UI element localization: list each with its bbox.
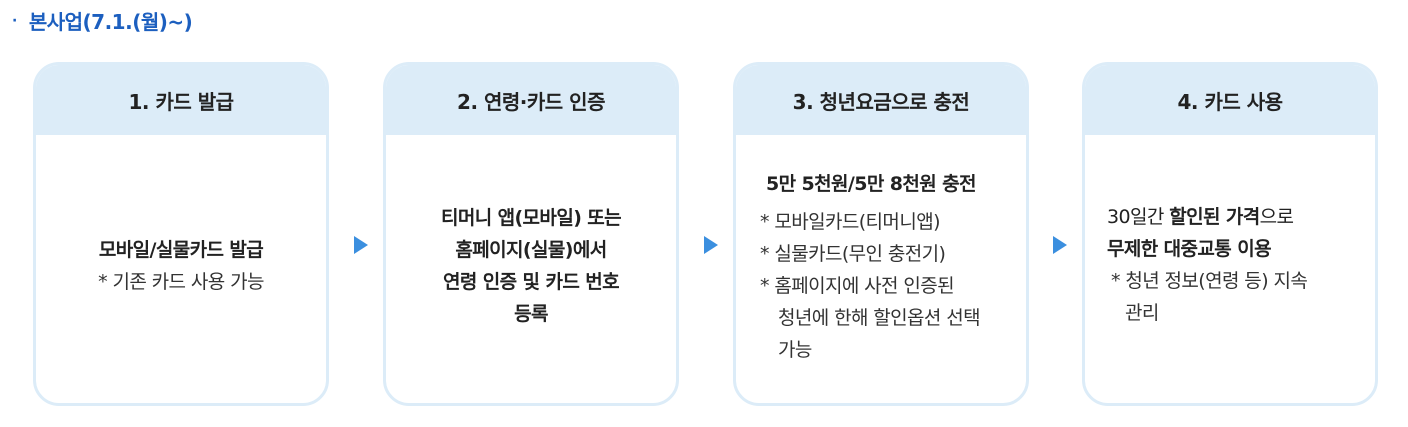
step-4-title: 4. 카드 사용 — [1085, 65, 1375, 135]
step-3-note-5: 가능 — [778, 339, 812, 361]
step-3-note-4: 청년에 한해 할인옵션 선택 — [778, 307, 981, 329]
step-2-line-4: 등록 — [514, 303, 548, 325]
step-4-body: 30일간 할인된 가격으로 무제한 대중교통 이용 * 청년 정보(연령 등) … — [1085, 135, 1375, 403]
heading-text: 본사업(7.1.(월)~) — [28, 10, 193, 34]
step-1-note: * 기존 카드 사용 가능 — [98, 271, 264, 293]
triangle-right-icon — [1053, 236, 1067, 254]
step-2-line-2: 홈페이지(실물)에서 — [455, 239, 607, 261]
step-3-main: 5만 5천원/5만 8천원 충전 — [766, 173, 977, 195]
step-1-title: 1. 카드 발급 — [36, 65, 326, 135]
step-4-note-2: 관리 — [1125, 302, 1159, 324]
step-3-note-1: * 모바일카드(티머니앱) — [760, 211, 940, 233]
step-2-title: 2. 연령·카드 인증 — [386, 65, 676, 135]
step-3-note-3: * 홈페이지에 사전 인증된 — [760, 275, 955, 297]
step-4-note-1: * 청년 정보(연령 등) 지속 — [1111, 270, 1308, 292]
step-4-line-1-bold: 할인된 가격 — [1169, 206, 1260, 228]
triangle-right-icon — [704, 236, 718, 254]
step-3-note-2: * 실물카드(무인 충전기) — [760, 243, 946, 265]
step-card-4: 4. 카드 사용 30일간 할인된 가격으로 무제한 대중교통 이용 * 청년 … — [1082, 62, 1378, 406]
step-2-line-1: 티머니 앱(모바일) 또는 — [440, 207, 622, 229]
heading-bullet: · — [12, 12, 17, 29]
step-card-1: 1. 카드 발급 모바일/실물카드 발급 * 기존 카드 사용 가능 — [33, 62, 329, 406]
step-card-3: 3. 청년요금으로 충전 5만 5천원/5만 8천원 충전 * 모바일카드(티머… — [733, 62, 1029, 406]
step-4-line-1-pre: 30일간 — [1107, 206, 1170, 228]
section-heading: · 본사업(7.1.(월)~) — [12, 6, 193, 35]
triangle-right-icon — [354, 236, 368, 254]
step-4-line-1: 30일간 할인된 가격으로 — [1107, 201, 1357, 233]
step-4-line-1-post: 으로 — [1259, 206, 1294, 228]
step-3-title: 3. 청년요금으로 충전 — [736, 65, 1026, 135]
step-2-body: 티머니 앱(모바일) 또는 홈페이지(실물)에서 연령 인증 및 카드 번호 등… — [386, 135, 676, 403]
step-2-line-3: 연령 인증 및 카드 번호 — [443, 271, 620, 293]
step-3-body: 5만 5천원/5만 8천원 충전 * 모바일카드(티머니앱) * 실물카드(무인… — [736, 135, 1026, 403]
step-card-2: 2. 연령·카드 인증 티머니 앱(모바일) 또는 홈페이지(실물)에서 연령 … — [383, 62, 679, 406]
step-1-main: 모바일/실물카드 발급 — [98, 239, 264, 261]
step-4-line-2: 무제한 대중교통 이용 — [1107, 238, 1272, 260]
step-1-body: 모바일/실물카드 발급 * 기존 카드 사용 가능 — [36, 135, 326, 403]
